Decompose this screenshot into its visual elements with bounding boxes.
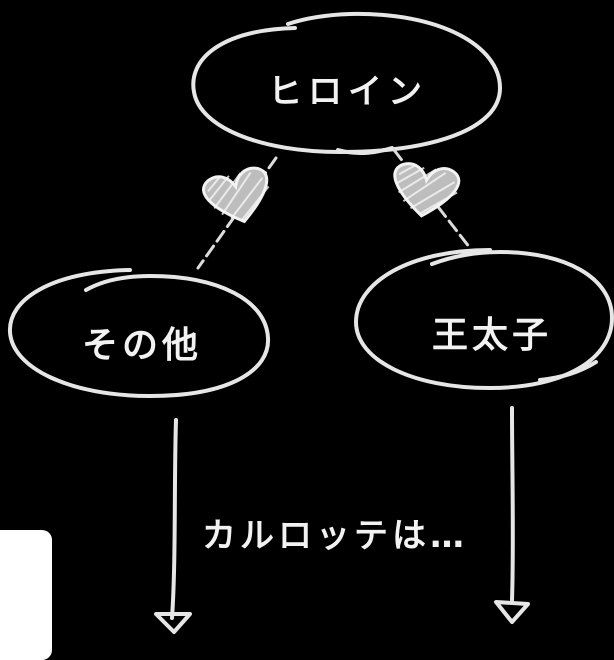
heroine-label: ヒロイン: [268, 72, 428, 112]
arrow-down-icon: [494, 600, 530, 624]
question-text: カルロッテは…: [202, 516, 468, 556]
heart-icon: [202, 166, 270, 224]
heart-icon: [393, 162, 461, 218]
heroine-ellipse: [191, 11, 502, 154]
crown-prince-label: 王太子: [432, 315, 553, 356]
arrow-line-left: [170, 418, 178, 620]
diagram-canvas: [7, 11, 614, 634]
crown-prince-ellipse-tail: [538, 360, 598, 382]
arrow-down-icon: [154, 612, 192, 634]
crown-prince-ellipse: [354, 248, 614, 390]
arrow-line-right: [510, 406, 515, 602]
others-label: その他: [82, 325, 203, 366]
others-ellipse: [7, 268, 271, 398]
corner-panel: [0, 530, 52, 660]
heroine-ellipse-overlap: [336, 146, 394, 156]
